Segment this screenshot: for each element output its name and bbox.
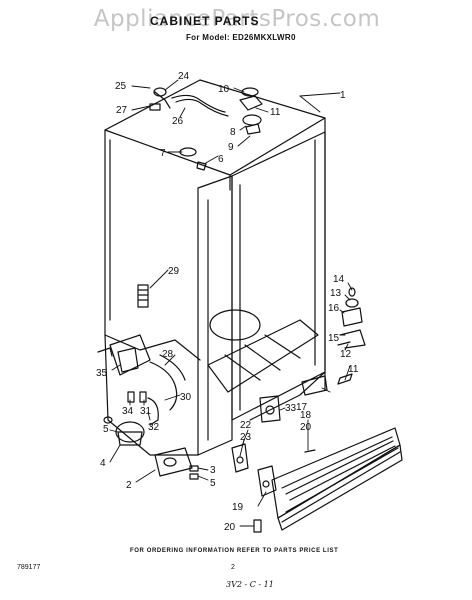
callout-13: 13: [330, 288, 342, 299]
callout-8: 8: [230, 127, 236, 138]
left-side-parts: [97, 284, 199, 480]
callout-17: 17: [296, 402, 308, 413]
callout-16: 16: [328, 303, 340, 314]
callout-27: 27: [116, 105, 128, 116]
callout-14: 14: [333, 274, 345, 285]
handwritten-note: 3V2 - C - 11: [226, 580, 274, 589]
callout-35: 35: [96, 368, 108, 379]
callout-11-top: 11: [270, 107, 281, 118]
watermark: AppliancePartsPros.com: [93, 6, 381, 32]
callout-24: 24: [178, 71, 190, 82]
page-number: 2: [231, 564, 235, 571]
callout-5-left: 5: [103, 424, 109, 435]
callout-18: 18: [300, 410, 312, 421]
callout-10: 10: [218, 84, 230, 95]
bottom-parts: [231, 427, 403, 533]
top-parts: [149, 87, 263, 171]
callout-4: 4: [100, 458, 106, 469]
callout-5: 5: [210, 478, 216, 489]
callout-19: 19: [232, 502, 244, 513]
callout-12: 12: [340, 349, 352, 360]
callout-34: 34: [122, 406, 134, 417]
leader-lines: [109, 79, 353, 527]
model-line: For Model: ED26MKXLWR0: [186, 33, 296, 42]
callout-2: 2: [126, 480, 132, 491]
page-title: CABINET PARTS: [150, 14, 260, 28]
ordering-note: FOR ORDERING INFORMATION REFER TO PARTS …: [130, 548, 339, 554]
callout-3: 3: [210, 465, 216, 476]
callout-7: 7: [160, 148, 166, 159]
callout-6: 6: [218, 154, 224, 165]
callout-9: 9: [228, 142, 234, 153]
callout-30: 30: [180, 392, 192, 403]
callout-15: 15: [328, 333, 340, 344]
callout-11-right: 11: [348, 364, 359, 375]
callout-31: 31: [140, 406, 152, 417]
callout-22: 22: [240, 420, 252, 431]
callout-numbers: 1 25 24 27 26 10 11 8 9 7 6 29 14 13 16 …: [96, 71, 359, 533]
cabinet-shell: [104, 79, 326, 456]
callout-29: 29: [168, 266, 180, 277]
callout-20-bottom: 20: [224, 522, 236, 533]
callout-1: 1: [340, 90, 346, 101]
callout-25: 25: [115, 81, 127, 92]
callout-26: 26: [172, 116, 184, 127]
callout-20-right: 20: [300, 422, 312, 433]
callout-32: 32: [148, 422, 160, 433]
callout-33: 33: [285, 403, 297, 414]
callout-28: 28: [162, 349, 174, 360]
reference-number: 789177: [17, 564, 41, 571]
callout-23: 23: [240, 432, 252, 443]
